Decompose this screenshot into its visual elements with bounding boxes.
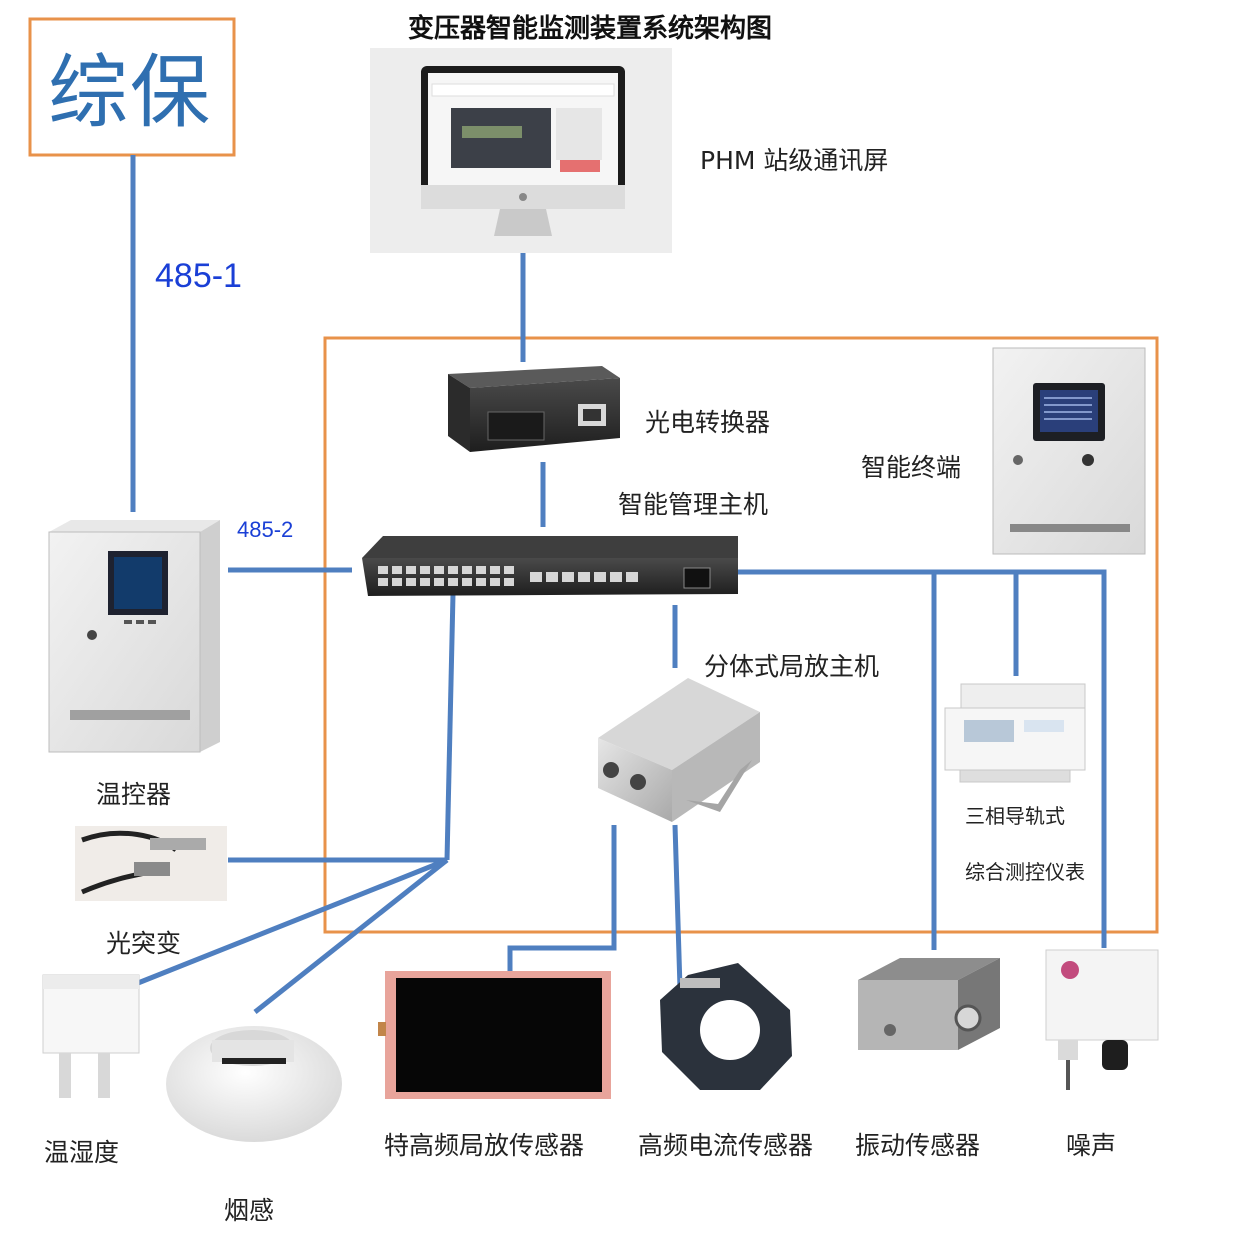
line-hub-smoke <box>253 858 449 1014</box>
vibration-sensor-icon <box>858 958 1000 1050</box>
monitor-icon <box>370 48 672 253</box>
media-converter-icon <box>448 366 620 452</box>
noise-label: 噪声 <box>1066 1131 1117 1160</box>
media-converter-label: 光电转换器 <box>645 408 771 437</box>
hf-ct-sensor-icon <box>660 963 792 1090</box>
temp-humidity-label: 温湿度 <box>44 1138 120 1167</box>
meter-label-line1: 三相导轨式 <box>965 804 1065 828</box>
uhf-sensor-label: 特高频局放传感器 <box>384 1131 585 1160</box>
link-label-485-1: 485-1 <box>155 257 242 295</box>
smart-terminal-label: 智能终端 <box>861 453 962 482</box>
line-hub-temphum <box>132 857 448 988</box>
temp-humidity-sensor-icon <box>42 974 140 1098</box>
uhf-sensor-panel-icon <box>378 971 611 1099</box>
line-host-sensor-hub <box>444 593 456 861</box>
noise-sensor-icon <box>1045 949 1159 1090</box>
phm-screen-label: PHM 站级通讯屏 <box>700 146 889 175</box>
optical-sensor-label: 光突变 <box>106 929 182 958</box>
management-host-label: 智能管理主机 <box>618 490 769 519</box>
zongbao-box <box>28 17 236 157</box>
line-pd-hfct <box>672 824 683 989</box>
switch-icon <box>362 536 738 596</box>
smoke-label: 烟感 <box>224 1196 275 1225</box>
cabinet-icon <box>992 347 1146 555</box>
line-host-right-bus <box>738 569 1107 948</box>
system-frame <box>323 336 1159 934</box>
line-pd-uhf <box>507 825 617 975</box>
pd-host-label: 分体式局放主机 <box>704 652 880 681</box>
hf-ct-sensor-label: 高频电流传感器 <box>638 1131 814 1160</box>
temp-controller-label: 温控器 <box>96 780 172 809</box>
fiber-probe-icon <box>75 826 227 901</box>
vibration-sensor-label: 振动传感器 <box>855 1131 981 1160</box>
smoke-detector-icon <box>166 1026 342 1142</box>
diagram-title: 变压器智能监测装置系统架构图 <box>408 14 773 44</box>
temp-controller-icon <box>48 520 220 753</box>
din-rail-meter-icon <box>944 683 1086 783</box>
meter-label-line2: 综合测控仪表 <box>965 860 1085 884</box>
zongbao-label: 综保 <box>48 46 212 139</box>
connection-lines <box>130 155 1107 1014</box>
pd-host-box-icon <box>598 678 760 822</box>
link-label-485-2: 485-2 <box>237 517 294 542</box>
